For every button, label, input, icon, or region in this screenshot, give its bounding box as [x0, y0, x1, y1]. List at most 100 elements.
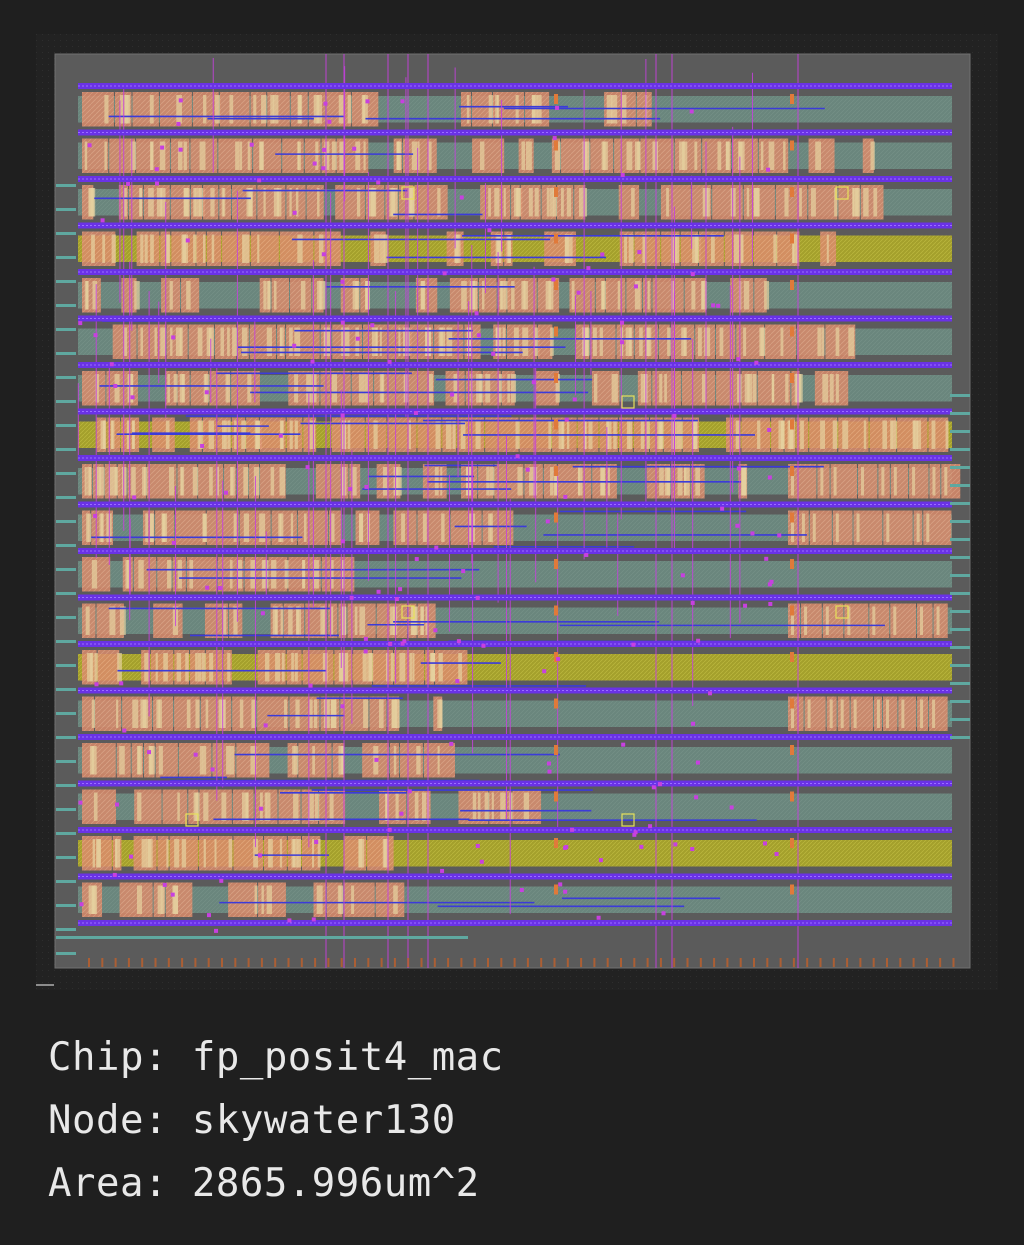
cell-detail: [490, 513, 493, 542]
std-cell: [890, 464, 909, 499]
via: [321, 166, 326, 171]
cell-detail: [342, 560, 345, 589]
via: [556, 657, 561, 662]
cell-detail: [435, 420, 441, 449]
cell-detail: [740, 234, 743, 263]
cell-detail: [664, 374, 667, 403]
cell-detail: [202, 746, 207, 775]
cell-detail: [743, 327, 747, 356]
cell-detail: [752, 374, 757, 403]
io-pin-right: [950, 412, 970, 415]
via: [620, 340, 625, 345]
cell-detail: [284, 560, 289, 589]
cell-detail: [359, 513, 364, 542]
cell-detail: [209, 467, 213, 496]
cell-detail: [810, 188, 816, 217]
cell-detail: [202, 513, 208, 542]
cell-detail: [276, 188, 282, 217]
io-pin-bottom: [819, 958, 822, 967]
cell-detail: [297, 839, 301, 868]
tap-cell: [554, 605, 558, 616]
cell-detail: [354, 606, 358, 635]
std-cell: [450, 510, 482, 545]
cell-detail: [881, 467, 885, 496]
via: [278, 433, 283, 438]
cell-detail: [96, 467, 102, 496]
cell-detail: [412, 653, 415, 682]
cell-detail: [398, 327, 401, 356]
via: [695, 760, 700, 765]
cell-detail: [521, 281, 526, 310]
io-pin-right: [950, 682, 970, 685]
cell-detail: [330, 606, 334, 635]
cell-detail: [485, 374, 491, 403]
tap-cell: [790, 791, 794, 802]
via: [766, 167, 771, 172]
io-pin-right: [950, 592, 970, 595]
via: [348, 487, 353, 492]
cell-detail: [666, 188, 669, 217]
cell-detail: [230, 746, 235, 775]
std-cell: [716, 371, 741, 406]
via: [440, 868, 445, 873]
via: [171, 335, 176, 340]
io-pin-bottom: [939, 958, 942, 967]
cell-detail: [339, 653, 345, 682]
cell-detail: [306, 374, 312, 403]
via: [519, 888, 524, 893]
cell-detail: [835, 513, 839, 542]
via: [767, 582, 772, 587]
cell-detail: [154, 327, 157, 356]
cell-detail: [193, 188, 196, 217]
via: [394, 597, 399, 602]
cell-detail: [421, 792, 427, 821]
via: [112, 872, 117, 877]
cell-detail: [634, 281, 641, 310]
std-cell: [808, 138, 835, 173]
cell-detail: [185, 188, 189, 217]
cell-detail: [733, 234, 740, 263]
cell-detail: [119, 95, 124, 124]
cell-detail: [205, 374, 209, 403]
via: [292, 210, 297, 215]
via: [129, 854, 134, 859]
cell-detail: [364, 374, 369, 403]
cell-detail: [754, 188, 760, 217]
cell-detail: [86, 513, 89, 542]
cell-detail: [789, 420, 795, 449]
cell-detail: [359, 606, 366, 635]
cell-detail: [92, 281, 98, 310]
std-cell: [369, 696, 387, 731]
via: [162, 882, 167, 887]
cell-detail: [323, 327, 327, 356]
cell-detail: [390, 653, 396, 682]
via: [690, 272, 695, 277]
std-cell: [253, 138, 282, 173]
via: [210, 767, 215, 772]
cell-detail: [243, 513, 250, 542]
via: [729, 805, 734, 810]
tap-cell: [554, 373, 558, 383]
io-pin-right: [950, 736, 970, 739]
tap-cell: [790, 419, 794, 430]
via: [754, 360, 759, 365]
cell-detail: [461, 281, 467, 310]
cell-detail: [555, 374, 560, 403]
via: [257, 853, 262, 858]
via: [100, 218, 105, 223]
cell-detail: [216, 467, 219, 496]
cell-detail: [251, 699, 257, 728]
via: [263, 723, 268, 728]
std-cell: [133, 557, 157, 592]
tap-cell: [554, 512, 558, 523]
cell-detail: [229, 95, 234, 124]
tap-cell: [790, 466, 794, 476]
std-cell: [941, 464, 961, 499]
area-line: Area: 2865.996um^2: [48, 1152, 504, 1215]
tap-cell: [790, 140, 794, 151]
cell-detail: [203, 234, 206, 263]
cell-detail: [856, 513, 860, 542]
cell-detail: [185, 653, 189, 682]
cell-detail: [550, 327, 554, 356]
cell-detail: [297, 141, 300, 170]
